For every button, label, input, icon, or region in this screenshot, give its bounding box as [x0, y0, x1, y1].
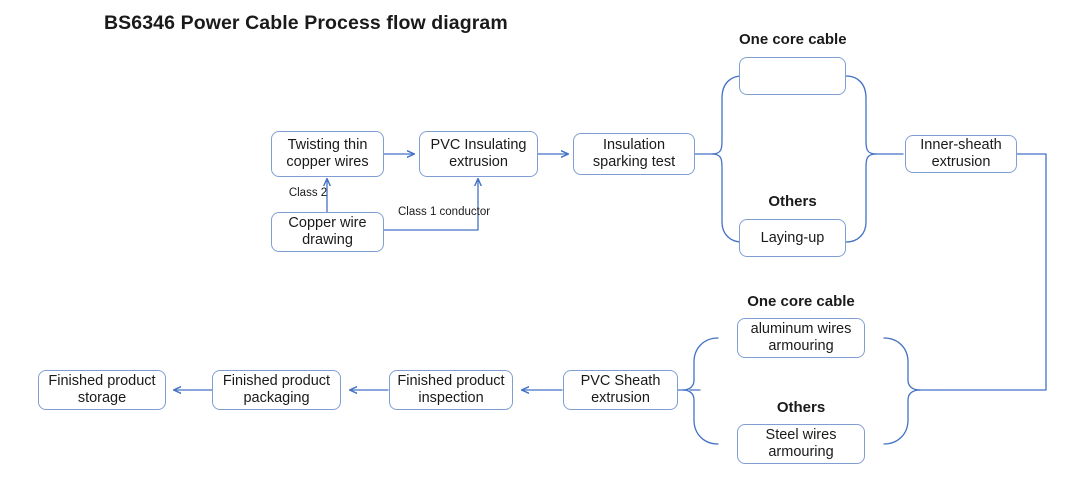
node-insulation-sparking-test[interactable]: Insulation sparking test [573, 133, 695, 175]
group-label-others-bottom: Others [776, 399, 826, 416]
node-pvc-sheath-extrusion[interactable]: PVC Sheath extrusion [563, 370, 678, 410]
node-copper-wire-drawing[interactable]: Copper wire drawing [271, 212, 384, 252]
group-label-one-core-cable-top: One core cable [739, 31, 847, 48]
node-twisting-thin-copper-wires[interactable]: Twisting thin copper wires [271, 131, 384, 177]
node-one-core-cable-pass-through[interactable] [739, 57, 846, 95]
node-aluminum-wires-armouring[interactable]: aluminum wires armouring [737, 318, 865, 358]
node-laying-up[interactable]: Laying-up [739, 219, 846, 257]
node-finished-product-storage[interactable]: Finished product storage [38, 370, 166, 410]
group-label-one-core-cable-bottom: One core cable [747, 293, 855, 310]
edge-label-class-2: Class 2 [288, 187, 328, 199]
edge-label-class-1-conductor: Class 1 conductor [398, 206, 491, 218]
page-title: BS6346 Power Cable Process flow diagram [104, 12, 508, 34]
node-inner-sheath-extrusion[interactable]: Inner-sheath extrusion [905, 135, 1017, 173]
node-finished-product-packaging[interactable]: Finished product packaging [212, 370, 341, 410]
node-steel-wires-armouring[interactable]: Steel wires armouring [737, 424, 865, 464]
node-pvc-insulating-extrusion[interactable]: PVC Insulating extrusion [419, 131, 538, 177]
node-finished-product-inspection[interactable]: Finished product inspection [389, 370, 513, 410]
group-label-others-top: Others [768, 193, 817, 210]
